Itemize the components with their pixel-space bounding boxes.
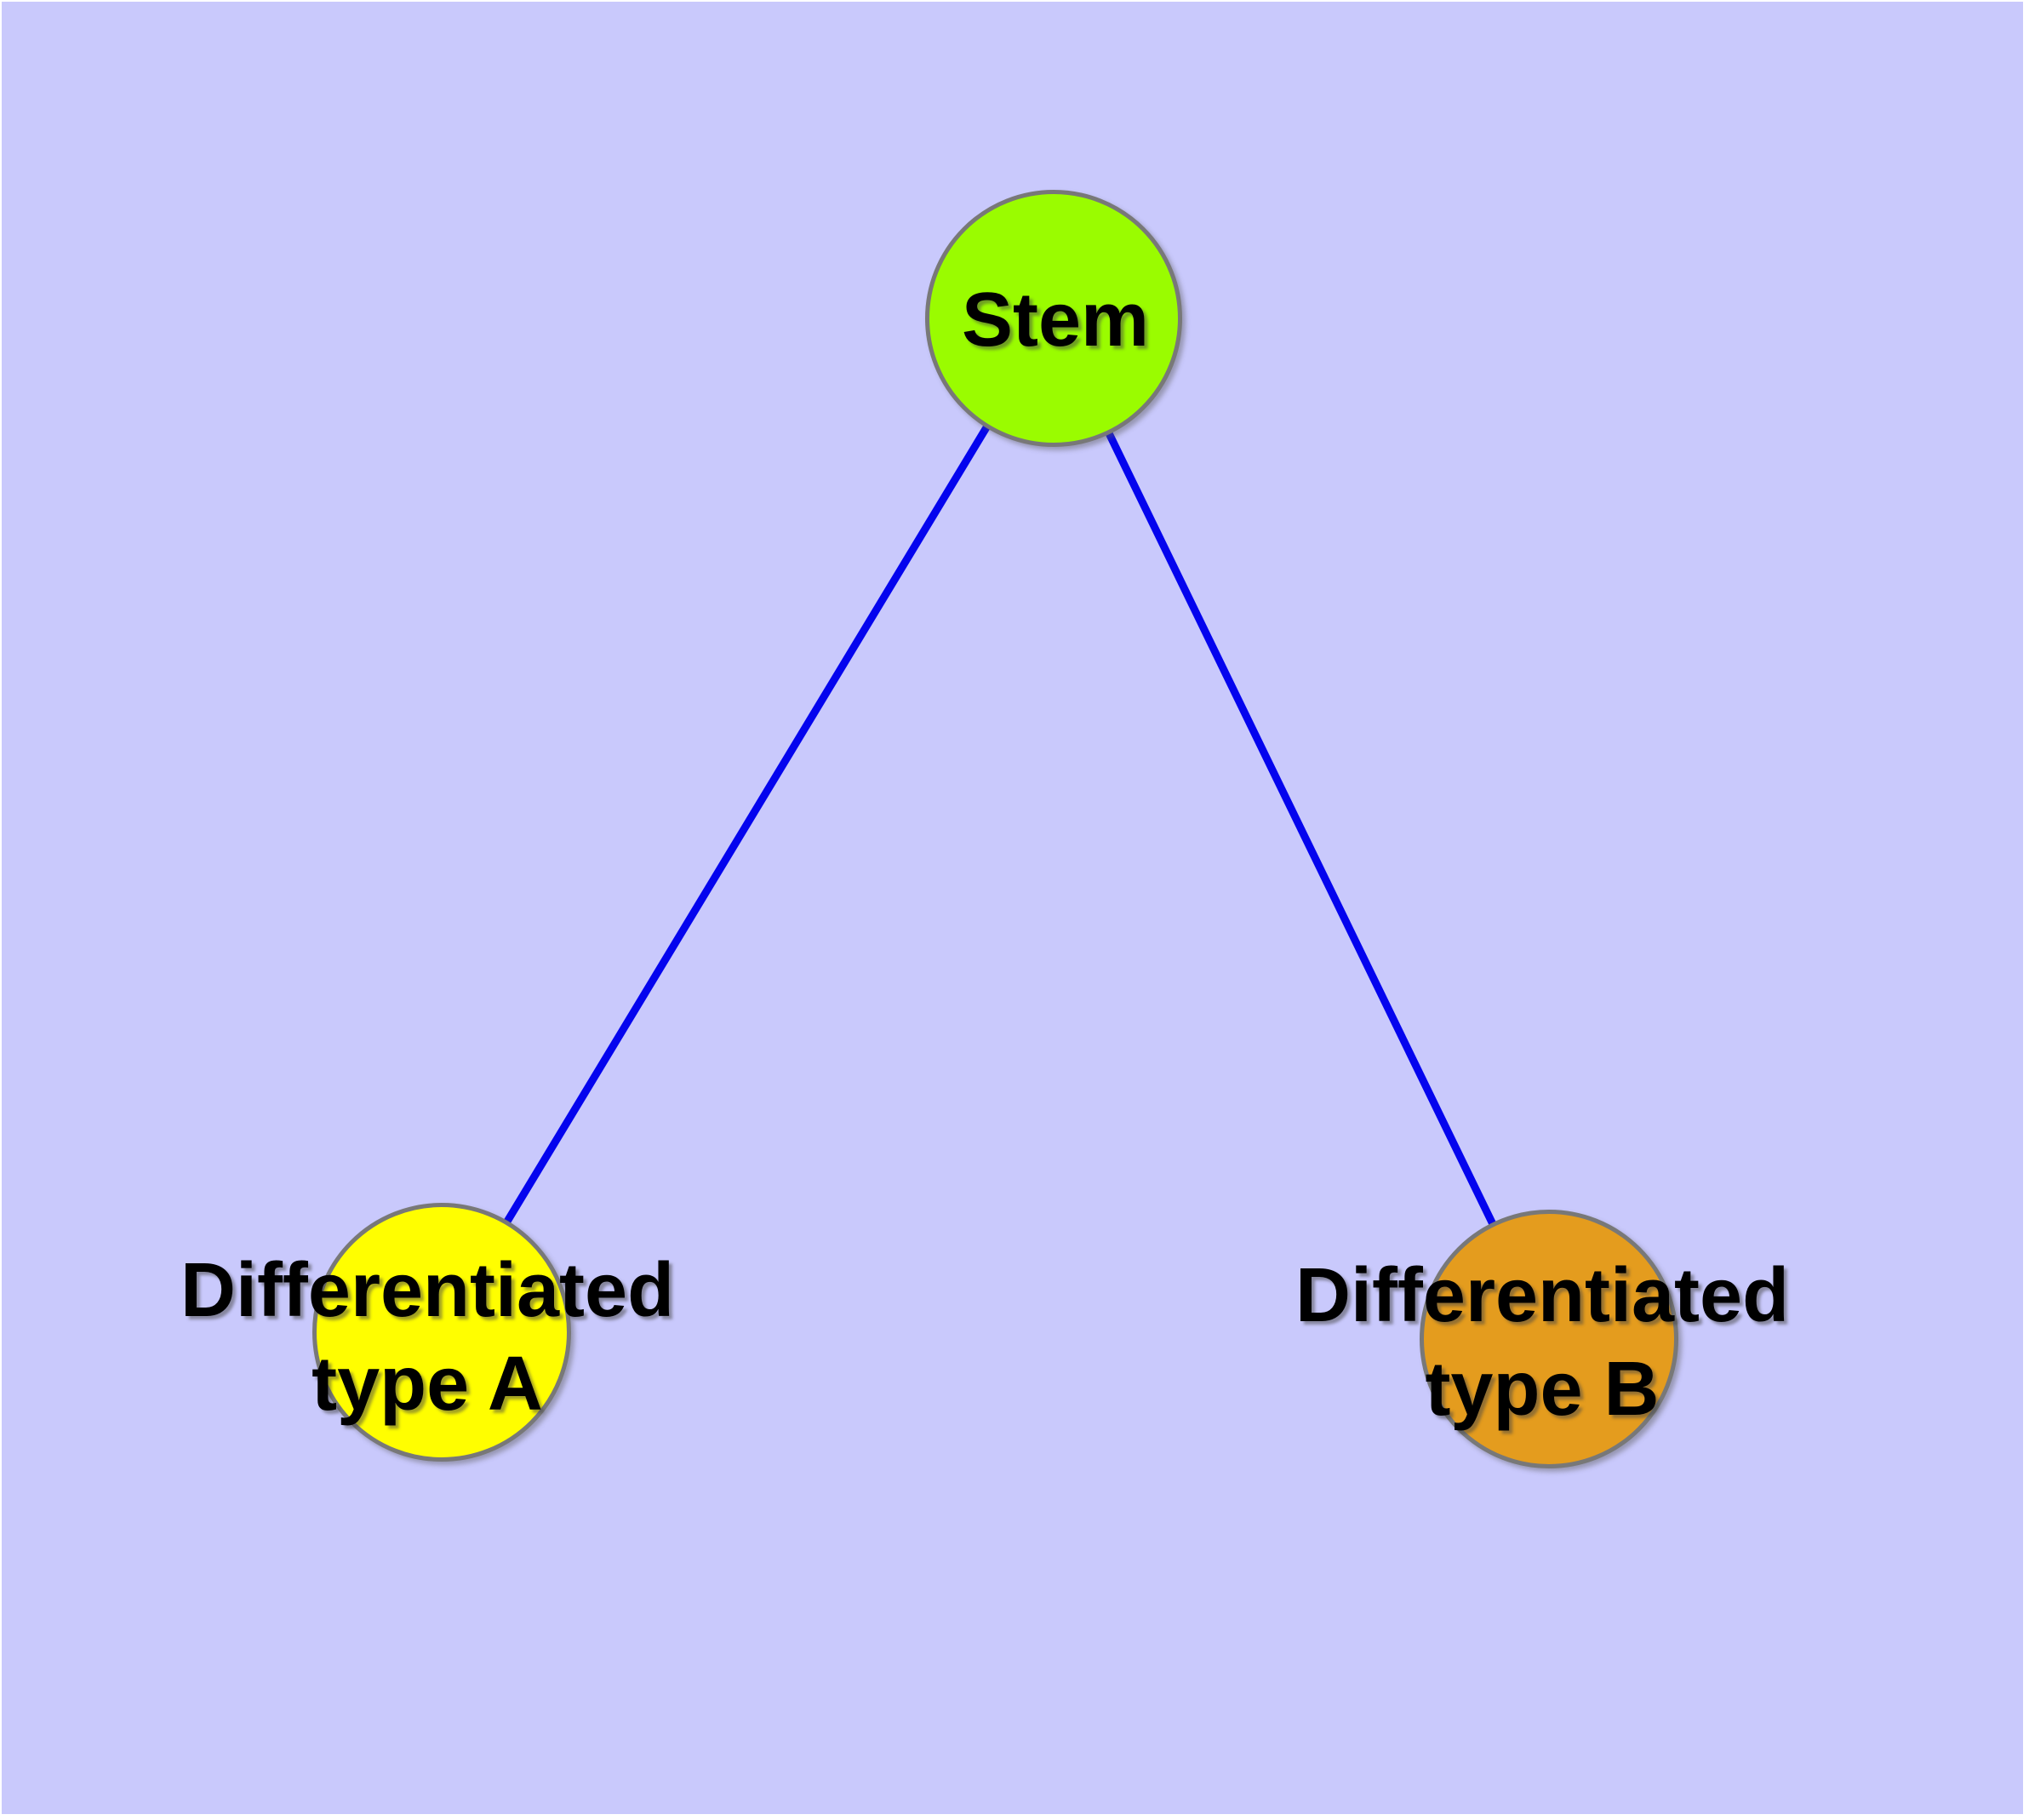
node-label-stem-line1: Stem xyxy=(961,278,1150,363)
edge-stem-to-type-a xyxy=(437,315,1056,1334)
edge-stem-to-type-b xyxy=(1049,316,1552,1340)
node-label-type-b-line2: type B xyxy=(1425,1347,1660,1432)
node-differentiated-type-b xyxy=(1420,1210,1678,1468)
node-label-stem: Stem xyxy=(962,274,1149,368)
node-stem xyxy=(925,190,1182,447)
node-label-differentiated-type-b: Differentiated type B xyxy=(1295,1250,1789,1437)
node-differentiated-type-a xyxy=(312,1203,571,1462)
node-label-type-a-line1: Differentiated xyxy=(180,1248,675,1334)
node-label-differentiated-type-a: Differentiated type A xyxy=(180,1245,674,1432)
node-label-type-a-line2: type A xyxy=(311,1342,543,1427)
node-label-type-b-line1: Differentiated xyxy=(1295,1253,1790,1339)
